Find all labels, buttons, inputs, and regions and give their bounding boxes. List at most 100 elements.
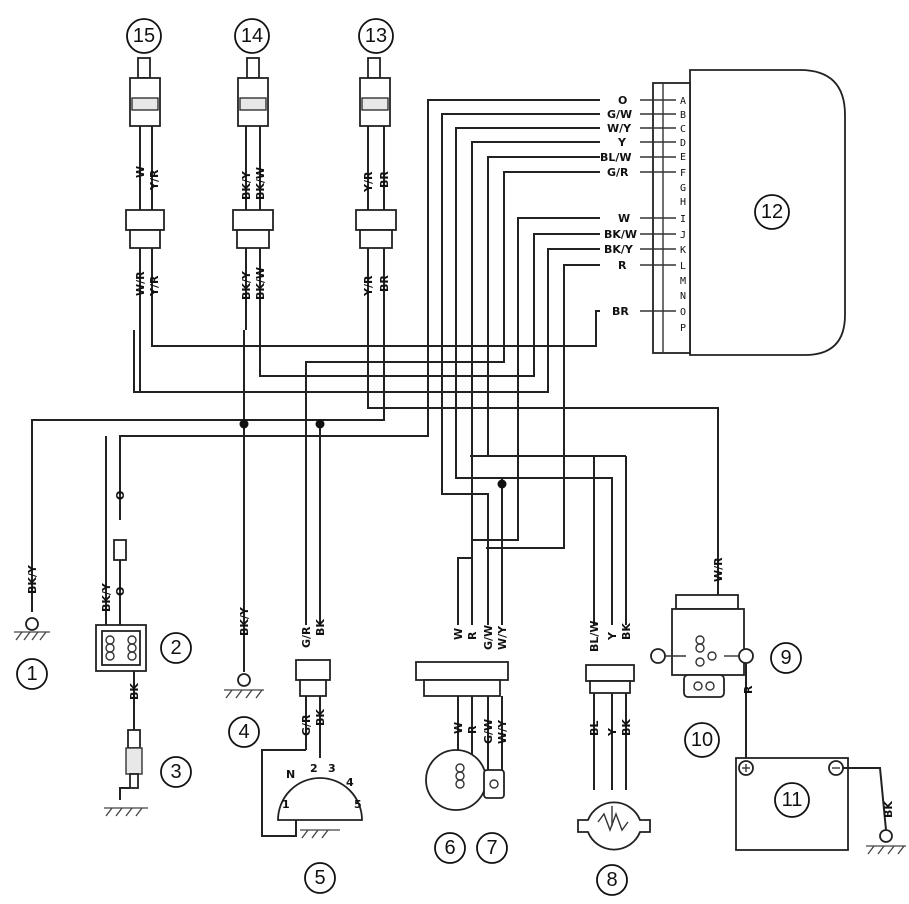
throttle-sensor <box>577 664 651 851</box>
pin-f: F <box>680 168 686 179</box>
callout-4: 4 <box>228 716 260 748</box>
pin-j: J <box>680 230 686 241</box>
c15-bottom-1: W/R <box>134 271 147 296</box>
c8-bottom-2: Y <box>606 727 619 737</box>
junction-dot <box>497 479 507 489</box>
c67-bottom-4: W/Y <box>496 719 509 744</box>
ecu-wire-bky: BK/Y <box>604 243 634 256</box>
c8-bottom-1: BL <box>588 721 601 736</box>
w1-label: BK/Y <box>26 564 39 594</box>
ignition-coil <box>95 539 147 730</box>
pin-e: E <box>680 152 686 163</box>
w2a-label: BK/Y <box>100 582 113 612</box>
c8-top-1: BL/W <box>588 620 601 652</box>
ecu-wire-gw: G/W <box>607 108 632 121</box>
gear-labels: G/R BK G/R BK N 1 2 3 4 5 <box>282 619 362 811</box>
c9-wire: W/R <box>712 557 725 582</box>
junction-dot <box>315 419 325 429</box>
callout-11: 11 <box>774 782 810 818</box>
ecu-wire-w: W <box>618 212 630 225</box>
gear-position-switch <box>261 659 363 839</box>
c8-labels: BL/W Y BK BL Y BK <box>588 620 633 737</box>
callout-8: 8 <box>596 864 628 896</box>
c67-top-2: R <box>466 631 479 640</box>
aux-wires <box>31 330 719 672</box>
junction-dot <box>239 419 249 429</box>
connector-15 <box>125 57 165 392</box>
gear-pos-2: 2 <box>310 762 318 775</box>
c8-top-3: BK <box>620 623 633 640</box>
gear-top-1: G/R <box>300 626 313 648</box>
callout-15: 15 <box>126 18 162 54</box>
c67-top-3: G/W <box>482 625 495 650</box>
c67-top-4: W/Y <box>496 625 509 650</box>
gear-pos-5: 5 <box>354 798 362 811</box>
w2b-label: O <box>114 587 127 596</box>
svg-text:7: 7 <box>486 837 497 859</box>
pin-g: G <box>680 183 686 194</box>
c15-top-1: W <box>134 166 147 178</box>
ecu-wire-bkw: BK/W <box>604 228 637 241</box>
gear-top-2: BK <box>314 619 327 636</box>
connector-6-7 <box>415 661 509 811</box>
svg-text:2: 2 <box>170 637 181 659</box>
callout-2: 2 <box>160 632 192 664</box>
pin-i: I <box>680 214 686 225</box>
top-connector-labels: W Y/R W/R Y/R BK/Y BK/W BK/Y BK/W Y/R BR… <box>134 166 391 300</box>
ecu-harness-wires <box>119 99 600 625</box>
callout-14: 14 <box>234 18 270 54</box>
c14-top-2: BK/W <box>254 167 267 200</box>
pin-m: M <box>680 276 686 287</box>
svg-text:8: 8 <box>606 869 617 891</box>
gear-bottom-2: BK <box>314 709 327 726</box>
c67-bottom-3: G/W <box>482 719 495 744</box>
gear-pos-3: 3 <box>328 762 336 775</box>
ecu-wire-blw: BL/W <box>600 151 632 164</box>
pin-o: O <box>680 307 686 318</box>
svg-text:6: 6 <box>444 837 455 859</box>
svg-text:9: 9 <box>780 647 791 669</box>
callout-7: 7 <box>476 832 508 864</box>
gear-pos-n: N <box>286 768 295 781</box>
gear-pos-4: 4 <box>346 776 354 789</box>
callout-9: 9 <box>770 642 802 674</box>
c14-top-1: BK/Y <box>240 170 253 200</box>
ground-1 <box>14 617 50 641</box>
c13-top-1: Y/R <box>362 171 375 193</box>
pin-c: C <box>680 124 686 135</box>
svg-text:4: 4 <box>238 721 249 743</box>
c9-to-battery: R <box>742 685 755 694</box>
pin-k: K <box>680 245 686 256</box>
ecu-wire-labels: O G/W W/Y Y BL/W G/R W BK/W BK/Y R BR <box>600 94 637 318</box>
ecu-wire-br: BR <box>612 305 629 318</box>
svg-text:10: 10 <box>691 729 713 751</box>
c8-bottom-3: BK <box>620 719 633 736</box>
battery <box>735 757 906 855</box>
svg-text:11: 11 <box>782 789 803 811</box>
battery-ground: BK <box>882 801 895 818</box>
c14-bottom-2: BK/W <box>254 267 267 300</box>
w4-label: BK/Y <box>238 606 251 636</box>
callout-5: 5 <box>304 862 336 894</box>
c13-bottom-2: BR <box>378 275 391 292</box>
c67-bottom-1: W <box>452 722 465 734</box>
ecu-wire-y: Y <box>617 136 627 149</box>
spark-plug <box>104 729 148 817</box>
callouts: 1 2 3 4 5 6 7 8 9 10 11 12 13 14 15 <box>16 18 810 896</box>
c8-top-2: Y <box>606 631 619 641</box>
svg-text:12: 12 <box>761 201 783 223</box>
ecu-wire-r: R <box>618 259 627 272</box>
pin-n: N <box>680 291 686 302</box>
c13-top-2: BR <box>378 171 391 188</box>
ecu-wire-wy: W/Y <box>607 122 632 135</box>
w3-label: BK <box>128 683 141 700</box>
ecu-wire-gr: G/R <box>607 166 629 179</box>
svg-text:14: 14 <box>241 25 263 47</box>
pin-h: H <box>680 197 686 208</box>
callout-6: 6 <box>434 832 466 864</box>
pin-d: D <box>680 138 686 149</box>
svg-text:13: 13 <box>365 25 387 47</box>
ecu-pin-stubs <box>640 99 676 312</box>
connector-14 <box>232 57 274 330</box>
pin-p: P <box>680 323 686 334</box>
